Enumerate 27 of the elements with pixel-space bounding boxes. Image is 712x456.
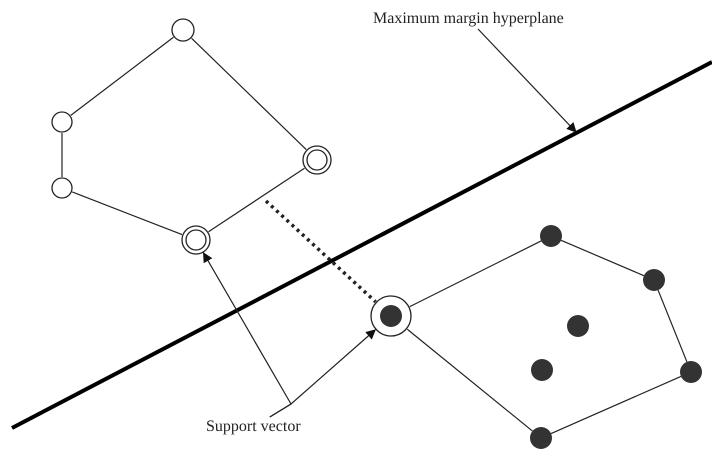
open-circle: [51, 111, 73, 133]
filled-dot: [530, 427, 552, 449]
leader-arrow: [478, 28, 577, 133]
open-circle: [302, 145, 332, 175]
ringed-dot: [370, 295, 412, 337]
leader-arrow: [270, 329, 376, 418]
connector-line: [550, 376, 682, 434]
open-circle: [171, 18, 195, 42]
connector-line: [406, 328, 533, 432]
filled-dot: [643, 269, 665, 291]
connector-line: [70, 36, 174, 116]
open-circle: [181, 225, 211, 255]
callout-label: Maximum margin hyperplane: [373, 9, 564, 29]
connector-line: [72, 191, 182, 236]
connector-line: [208, 168, 305, 232]
connector-line: [410, 240, 542, 308]
filled-dot: [680, 361, 702, 383]
filled-dot: [531, 359, 553, 381]
filled-dot: [540, 225, 562, 247]
connector-line: [560, 240, 644, 276]
connector-line: [191, 38, 307, 150]
connector-line: [658, 290, 688, 362]
filled-dot: [567, 315, 589, 337]
open-circle: [51, 177, 73, 199]
connector-line: [61, 133, 63, 177]
dotted-line: [264, 200, 377, 304]
callout-label: Support vector: [206, 417, 301, 437]
